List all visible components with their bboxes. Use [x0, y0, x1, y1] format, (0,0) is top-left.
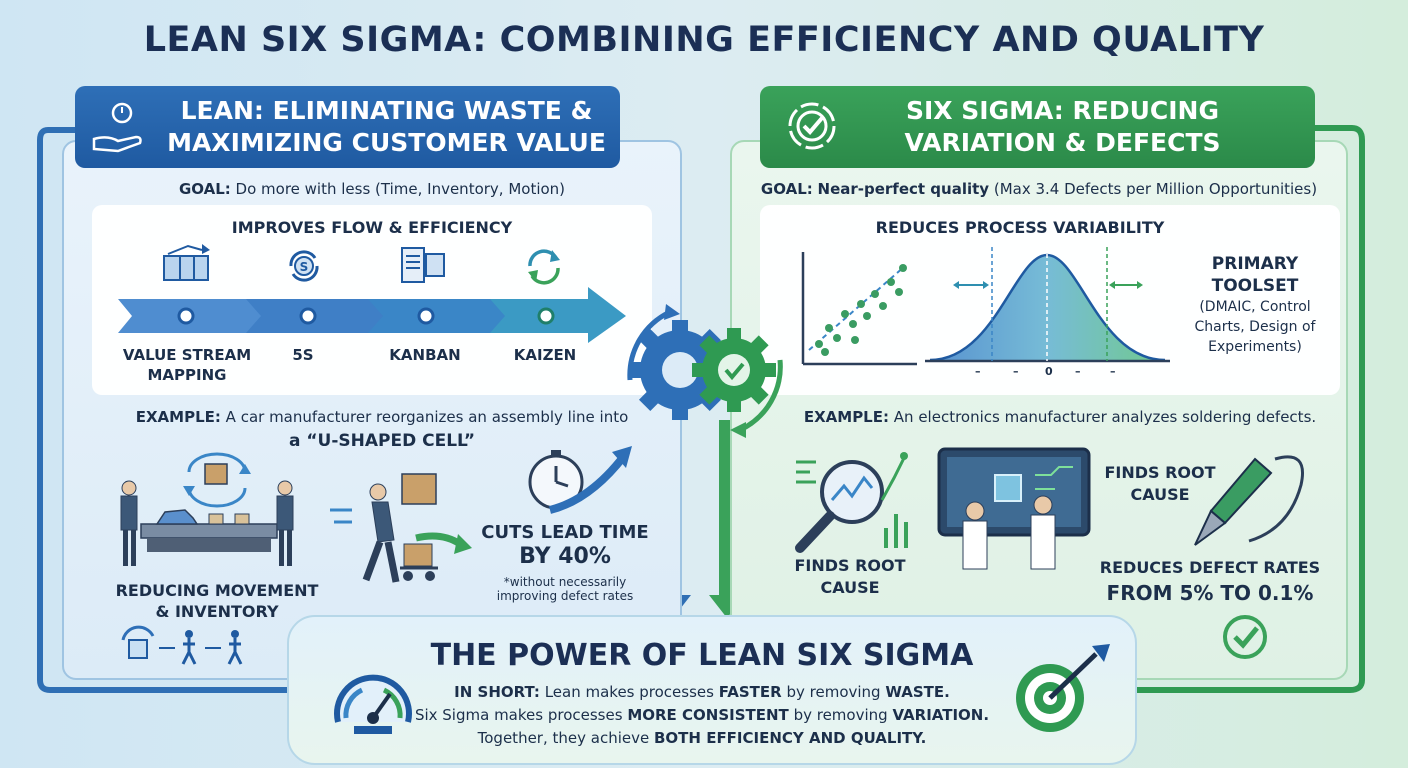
lean-example-text: A car manufacturer reorganizes an assemb…	[225, 408, 629, 426]
power-l1d: WASTE.	[885, 683, 950, 701]
lean-example: EXAMPLE: A car manufacturer reorganizes …	[112, 407, 652, 428]
six-goal: GOAL: Near-perfect quality (Max 3.4 Defe…	[730, 180, 1348, 198]
power-summary-box	[287, 615, 1137, 765]
six-sigma-banner: SIX SIGMA: REDUCING VARIATION & DEFECTS	[760, 86, 1315, 168]
hand-stopwatch-icon	[92, 102, 142, 153]
toolset-title: PRIMARY TOOLSET	[1211, 254, 1299, 296]
step-5s: 5S	[292, 346, 314, 364]
step-kanban: KANBAN	[389, 346, 461, 364]
worker-cart-illustration	[330, 473, 472, 583]
finds-root-cause-left: FINDS ROOT CAUSE	[794, 556, 906, 597]
power-l1c: by removing	[786, 683, 881, 701]
inventory-walk-icons	[121, 625, 243, 665]
six-goal-text: (Max 3.4 Defects per Million Opportuniti…	[993, 180, 1318, 198]
power-l2c: by removing	[793, 706, 888, 724]
scatter-plot-illustration	[801, 252, 917, 366]
six-example-label: EXAMPLE:	[803, 408, 889, 426]
six-banner-line2: VARIATION & DEFECTS	[904, 128, 1221, 157]
movement-label: REDUCING MOVEMENT & INVENTORY	[115, 581, 319, 621]
bell-tick-2: –	[1013, 365, 1019, 378]
target-dart-icon	[1016, 644, 1110, 732]
step-value-stream: VALUE STREAM MAPPING	[122, 346, 252, 384]
lean-banner: LEAN: ELIMINATING WASTE & MAXIMIZING CUS…	[75, 86, 620, 168]
lean-flow-title: IMPROVES FLOW & EFFICIENCY	[231, 218, 513, 237]
lean-example-label: EXAMPLE:	[135, 408, 221, 426]
magnifier-analysis-icon	[795, 452, 908, 553]
lean-chevron-flow	[118, 287, 626, 343]
power-line-2: Six Sigma makes processes MORE CONSISTEN…	[287, 706, 1117, 724]
in-short-label: IN SHORT:	[454, 683, 540, 701]
step-kaizen: KAIZEN	[513, 346, 577, 364]
toolset-text: (DMAIC, Control Charts, Design of Experi…	[1194, 299, 1316, 355]
six-right-arrow	[1135, 125, 1365, 693]
power-title: THE POWER OF LEAN SIX SIGMA	[430, 638, 974, 673]
finds-root-cause-right: FINDS ROOT CAUSE	[1104, 463, 1216, 504]
page-title: LEAN SIX SIGMA: COMBINING EFFICIENCY AND…	[143, 20, 1265, 60]
soldering-iron-icon	[1194, 455, 1304, 546]
bell-ticks: – – 0 – –	[975, 365, 1125, 381]
target-check-icon	[788, 102, 836, 150]
power-l1b: FASTER	[718, 683, 782, 701]
lean-goal: GOAL: Do more with less (Time, Inventory…	[62, 180, 682, 198]
bell-curve-illustration	[925, 247, 1170, 363]
bell-tick-1: –	[975, 365, 981, 378]
six-example-text: An electronics manufacturer analyzes sol…	[893, 408, 1317, 426]
kanban-cards-icon	[401, 247, 445, 283]
kaizen-cycle-icon	[528, 249, 560, 285]
lean-banner-line2: MAXIMIZING CUSTOMER VALUE	[167, 128, 606, 157]
lean-example-cell: a “U-SHAPED CELL”	[288, 431, 475, 451]
cuts-percent: BY 40%	[519, 544, 611, 569]
power-l2a: Six Sigma makes processes	[414, 706, 623, 724]
value-stream-map-icon	[163, 244, 210, 281]
six-example: EXAMPLE: An electronics manufacturer ana…	[780, 407, 1340, 428]
power-l3b: BOTH EFFICIENCY AND QUALITY.	[654, 729, 927, 747]
cuts-lead-time: CUTS LEAD TIME	[481, 522, 649, 543]
lean-banner-line1: LEAN: ELIMINATING WASTE &	[180, 96, 593, 125]
engineers-board-illustration	[937, 447, 1091, 570]
reduces-defects-line1: REDUCES DEFECT RATES	[1099, 558, 1321, 577]
lean-left-arrow	[37, 127, 300, 693]
power-line-3: Together, they achieve BOTH EFFICIENCY A…	[287, 729, 1117, 747]
six-goal-bold: Near-perfect quality	[817, 180, 990, 198]
six-variability-title: REDUCES PROCESS VARIABILITY	[875, 218, 1165, 237]
six-banner-line1: SIX SIGMA: REDUCING	[906, 96, 1219, 125]
bell-tick-4: –	[1075, 365, 1081, 378]
gears-icon	[627, 304, 783, 438]
stopwatch-arrow-icon	[528, 446, 632, 514]
speedometer-icon	[334, 674, 412, 734]
lean-goal-text: Do more with less (Time, Inventory, Moti…	[235, 180, 566, 198]
reduces-defects-line2: FROM 5% TO 0.1%	[1106, 581, 1314, 605]
six-goal-label: GOAL:	[760, 180, 813, 198]
power-l3a: Together, they achieve	[477, 729, 650, 747]
5s-cycle-icon: S	[289, 250, 319, 282]
power-l1a: Lean makes processes	[544, 683, 714, 701]
bell-tick-5: –	[1110, 365, 1116, 378]
check-mark-icon	[1223, 615, 1267, 659]
power-l2b: MORE CONSISTENT	[627, 706, 789, 724]
cuts-note: *without necessarily improving defect ra…	[496, 575, 634, 603]
power-line-1: IN SHORT: Lean makes processes FASTER by…	[287, 683, 1117, 701]
bell-tick-3: 0	[1045, 365, 1053, 378]
power-l2d: VARIATION.	[892, 706, 990, 724]
lean-goal-label: GOAL:	[178, 180, 231, 198]
assembly-cell-illustration	[120, 452, 294, 566]
svg-text:S: S	[300, 260, 309, 274]
